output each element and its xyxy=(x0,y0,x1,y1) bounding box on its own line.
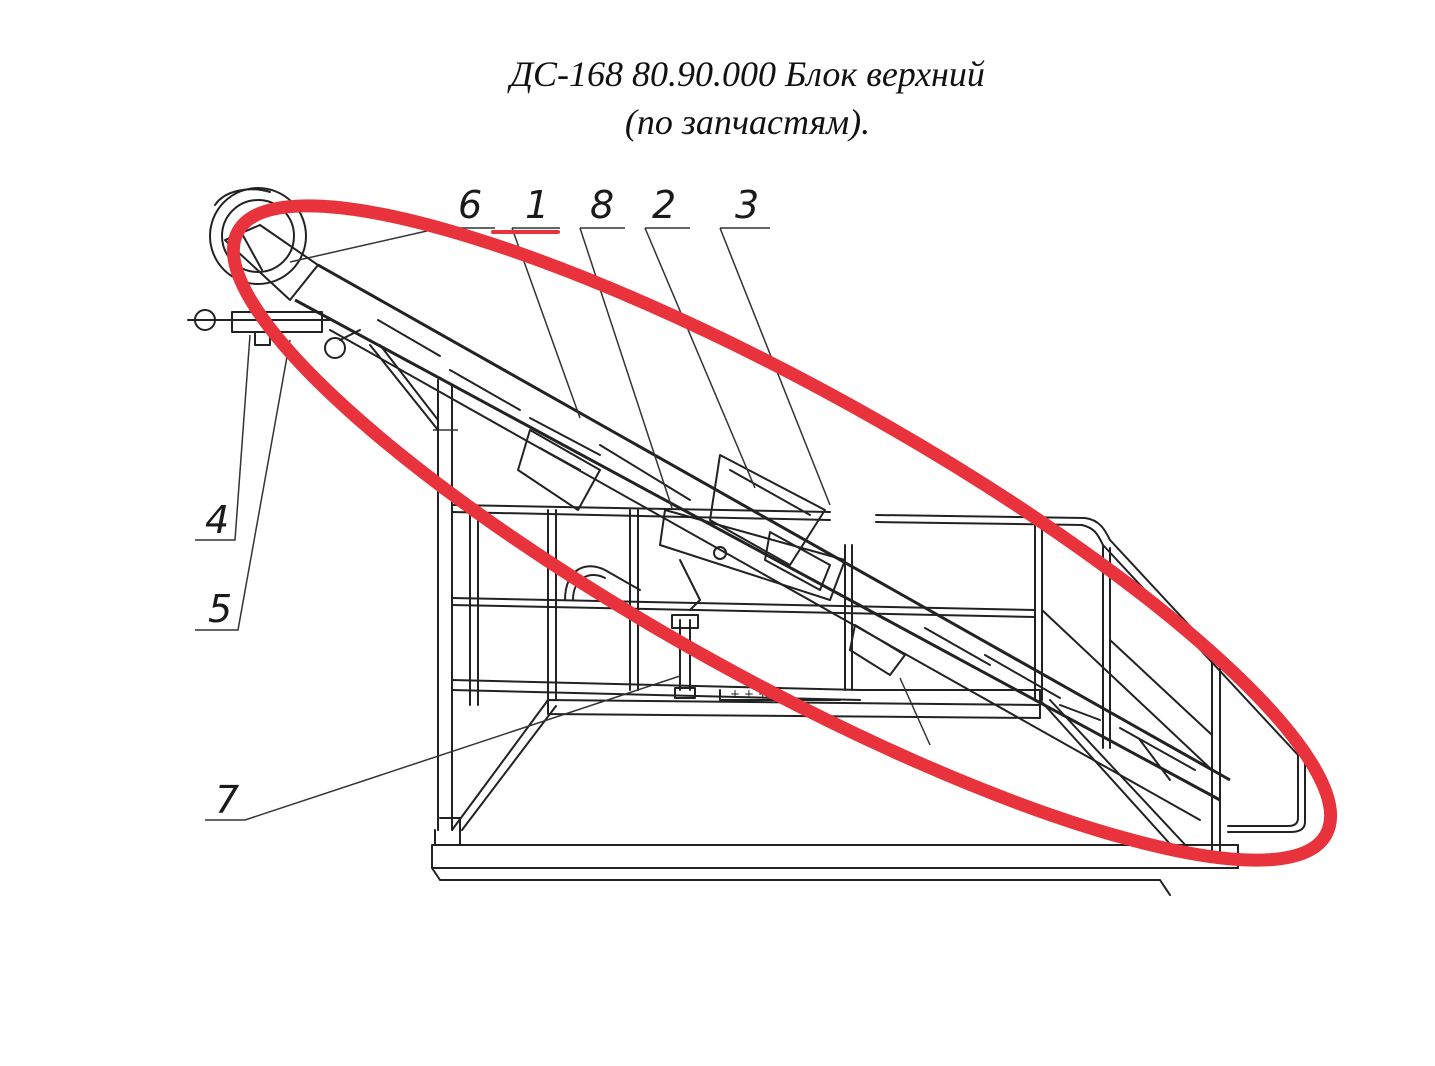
base-platform xyxy=(431,817,1239,896)
title-line-2: (по запчастям). xyxy=(624,102,871,142)
callout-7: 7 xyxy=(215,778,239,822)
callout-4: 4 xyxy=(205,498,229,542)
head-drum xyxy=(209,187,319,301)
callout-labels: 6 1 8 2 3 4 5 7 xyxy=(205,183,759,822)
callout-1: 1 xyxy=(525,183,549,227)
highlight-annotation xyxy=(226,199,1338,867)
leader-lines xyxy=(195,227,931,821)
drawing-title: ДС-168 80.90.000 Блок верхний (по запчас… xyxy=(0,50,1435,146)
callout-8: 8 xyxy=(590,183,614,227)
callout-5: 5 xyxy=(208,587,232,631)
lower-diagonals xyxy=(451,699,557,831)
callout-3: 3 xyxy=(735,183,759,227)
highlight-ellipse xyxy=(226,199,1338,867)
support-strut xyxy=(369,344,439,431)
drive-block xyxy=(517,429,906,691)
callout-6: 6 xyxy=(458,183,482,227)
callout-2: 2 xyxy=(652,183,676,227)
title-line-1: ДС-168 80.90.000 Блок верхний xyxy=(510,54,985,94)
inclined-conveyor xyxy=(294,263,1231,821)
